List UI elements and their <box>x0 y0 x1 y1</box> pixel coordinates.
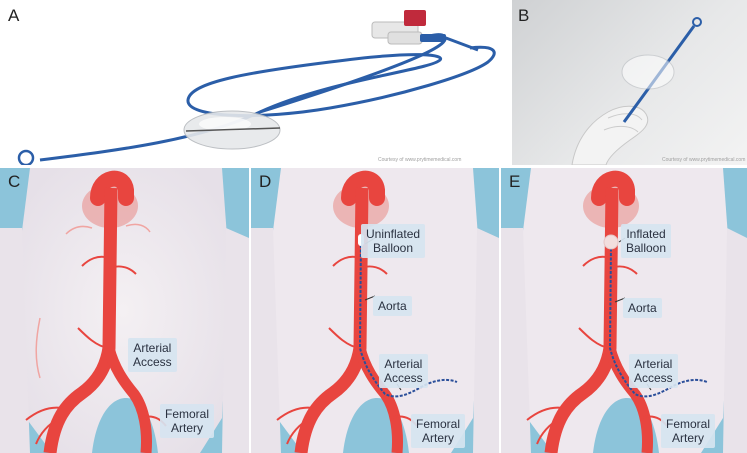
inflated-balloon <box>604 235 618 249</box>
panel-a-label: A <box>8 6 19 26</box>
panel-d-label: D <box>259 172 271 192</box>
panel-e-label: E <box>509 172 520 192</box>
aorta-label-e: Aorta <box>623 298 662 318</box>
courtesy-note-a: Courtesy of www.prytimemedical.com <box>378 157 461 163</box>
aorta-label-d: Aorta <box>373 296 412 316</box>
panel-b-label: B <box>518 6 529 26</box>
panel-b: B Courtesy of www.prytimemedical.com <box>512 0 747 165</box>
hand-with-catheter-photo <box>512 0 747 165</box>
courtesy-note-b: Courtesy of www.prytimemedical.com <box>662 157 745 163</box>
catheter-device-illustration <box>0 0 504 165</box>
red-stopcock <box>404 10 426 26</box>
catheter-tip-coil <box>19 151 33 165</box>
panel-c-label: C <box>8 172 20 192</box>
panel-a: A Courtesy of www.prytimemedical.com <box>0 0 504 165</box>
balloon-b <box>622 55 674 89</box>
